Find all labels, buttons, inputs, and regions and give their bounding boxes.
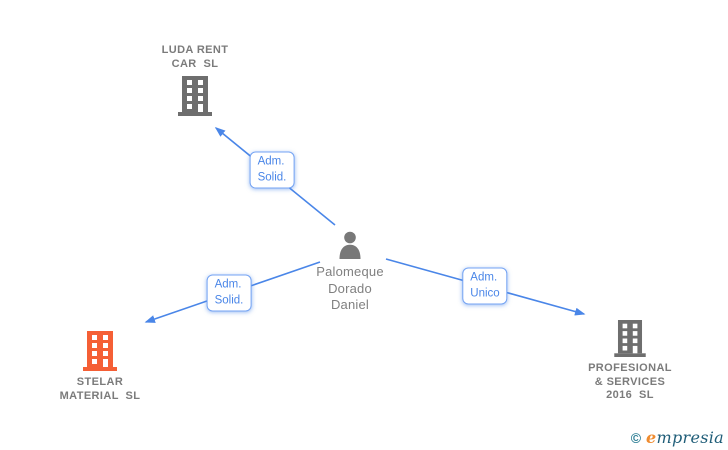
- empresia-watermark: © empresia: [631, 428, 724, 447]
- person-node[interactable]: Palomeque Dorado Daniel: [275, 231, 425, 314]
- person-label: Palomeque Dorado Daniel: [316, 264, 384, 312]
- empresia-logo: empresia: [646, 428, 724, 447]
- company-label: PROFESIONAL & SERVICES 2016 SL: [588, 362, 672, 401]
- building-icon: [614, 320, 646, 357]
- company-label: STELAR MATERIAL SL: [59, 376, 141, 402]
- person-icon: [339, 231, 361, 259]
- edge-label-adm-solid-luda: Adm. Solid.: [249, 151, 295, 189]
- building-icon: [83, 331, 117, 371]
- company-node-luda[interactable]: LUDA RENT CAR SL: [120, 44, 270, 116]
- logo-rest: mpresia: [656, 428, 724, 447]
- building-icon: [178, 76, 212, 116]
- edge-label-adm-solid-stelar: Adm. Solid.: [206, 274, 252, 312]
- company-node-profesional[interactable]: PROFESIONAL & SERVICES 2016 SL: [555, 320, 705, 403]
- edge-label-adm-unico-profesional: Adm. Unico: [462, 267, 508, 305]
- company-node-stelar[interactable]: STELAR MATERIAL SL: [25, 331, 175, 403]
- company-label: LUDA RENT CAR SL: [161, 44, 229, 70]
- logo-first-letter: e: [646, 428, 657, 447]
- copyright-icon: ©: [630, 430, 642, 446]
